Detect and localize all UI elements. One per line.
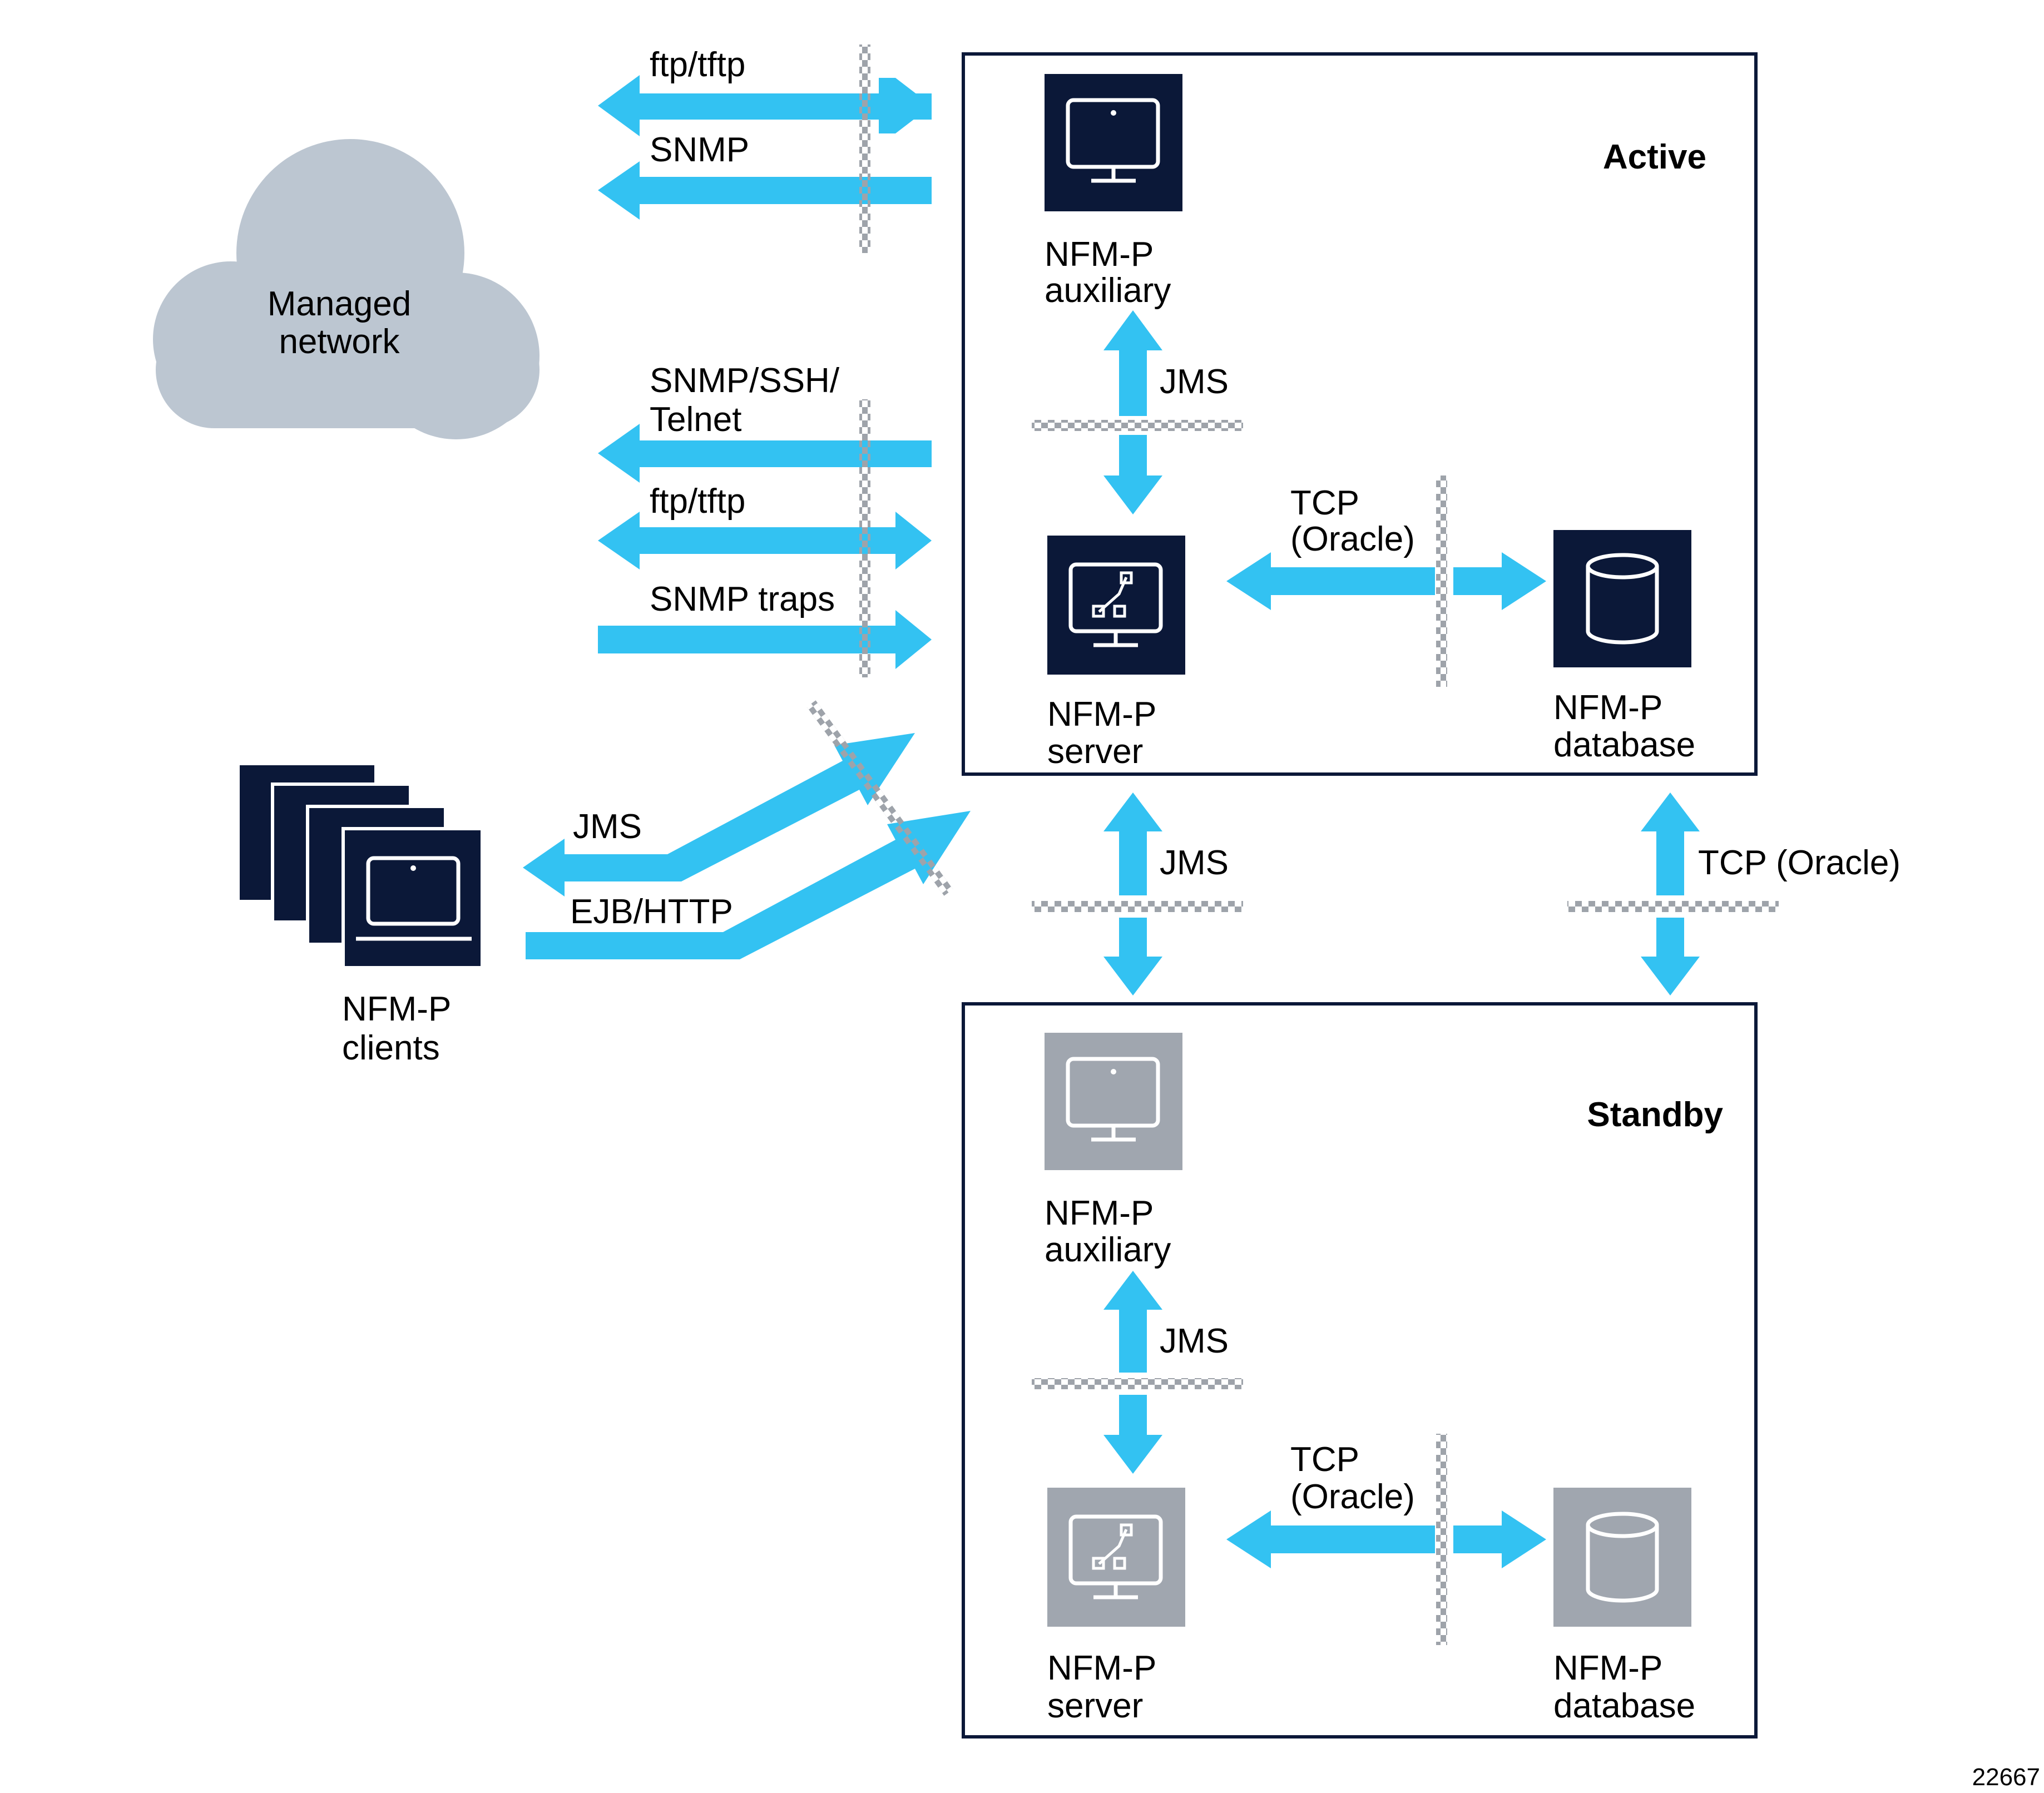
active-aux-label-line1: NFM-P: [1045, 235, 1154, 274]
active-tcp-arrow: [1226, 552, 1546, 610]
active-database-node: NFM-P database: [1553, 530, 1695, 764]
standby-jms-label: JMS: [1160, 1322, 1229, 1360]
between-jms-arrow: [1103, 793, 1162, 995]
standby-title: Standby: [1587, 1096, 1723, 1134]
between-clusters: JMS TCP (Oracle): [1032, 793, 1901, 995]
active-box: [962, 52, 1758, 776]
snmp-traps-arrow: [598, 610, 932, 669]
server-monitor-icon: [1047, 1488, 1185, 1627]
standby-server-label-line2: server: [1047, 1687, 1143, 1725]
snmp-ssh-telnet-arrow: [598, 424, 932, 483]
firewall-network-top: [859, 44, 870, 253]
standby-box: [962, 1002, 1758, 1738]
clients-label-line1: NFM-P: [342, 990, 451, 1028]
between-tcp-arrow: [1641, 793, 1700, 995]
active-server-label-line2: server: [1047, 732, 1143, 771]
firewall-standby-jms: [1032, 1378, 1243, 1389]
monitor-icon: [1045, 1033, 1182, 1170]
clients-ejb-http-arrow: [526, 811, 971, 959]
standby-tcp-label-line2: (Oracle): [1290, 1478, 1415, 1516]
snmp-ssh-label-line2: Telnet: [650, 400, 741, 439]
standby-auxiliary-node: NFM-P auxiliary: [1045, 1033, 1182, 1269]
network-links-top: ftp/tftp SNMP: [598, 44, 932, 253]
active-tcp-label-line2: (Oracle): [1290, 520, 1415, 558]
standby-database-node: NFM-P database: [1553, 1488, 1695, 1725]
cloud-icon: [153, 139, 540, 439]
standby-cluster: Standby NFM-P auxiliary JMS: [962, 1002, 1758, 1738]
standby-server-node: NFM-P server: [1047, 1488, 1185, 1725]
standby-jms-arrow: [1103, 1271, 1162, 1474]
clients-jms-arrow: [523, 733, 915, 897]
firewall-clients: [806, 700, 953, 896]
firewall-active-tcp: [1436, 476, 1447, 687]
clients-jms-label: JMS: [573, 808, 642, 846]
ftp-tftp-label-top: ftp/tftp: [650, 46, 745, 84]
snmp-arrow: [598, 161, 932, 220]
firewall-standby-tcp: [1436, 1434, 1447, 1645]
clients-label-line2: clients: [342, 1029, 440, 1067]
active-server-label-line1: NFM-P: [1047, 695, 1156, 734]
active-auxiliary-node: NFM-P auxiliary: [1045, 74, 1182, 310]
firewall-between-tcp: [1567, 901, 1779, 912]
active-db-label-line2: database: [1553, 726, 1695, 764]
standby-aux-label-line1: NFM-P: [1045, 1194, 1154, 1232]
active-db-label-line1: NFM-P: [1553, 689, 1662, 727]
active-server-node: NFM-P server: [1047, 536, 1185, 771]
laptop-stack-icon: [236, 762, 484, 969]
clients-ejb-http-label: EJB/HTTP: [570, 893, 733, 931]
firewall-active-jms: [1032, 420, 1243, 431]
firewall-between-jms: [1032, 901, 1243, 912]
cloud-label-line2: network: [279, 323, 400, 361]
managed-network-cloud: Managed network: [153, 139, 540, 439]
standby-db-label-line1: NFM-P: [1553, 1649, 1662, 1687]
standby-server-label-line1: NFM-P: [1047, 1649, 1156, 1687]
figure-id: 22667: [1972, 1764, 2040, 1791]
active-jms-arrow: [1103, 310, 1162, 514]
ftp-tftp-label-mid: ftp/tftp: [650, 482, 745, 521]
snmp-ssh-label-line1: SNMP/SSH/: [650, 361, 840, 400]
firewall-network-mid: [859, 399, 870, 677]
active-title: Active: [1603, 138, 1706, 176]
snmp-traps-label: SNMP traps: [650, 580, 835, 618]
ftp-tftp-arrow-mid: [598, 512, 932, 569]
monitor-icon: [1045, 74, 1182, 211]
standby-tcp-arrow: [1226, 1510, 1546, 1568]
ftp-tftp-arrow-top: [598, 75, 932, 136]
snmp-label: SNMP: [650, 131, 749, 169]
active-jms-label: JMS: [1160, 363, 1229, 401]
active-tcp-label-line1: TCP: [1290, 484, 1359, 522]
active-aux-label-line2: auxiliary: [1045, 271, 1171, 310]
standby-tcp-label-line1: TCP: [1290, 1440, 1359, 1479]
between-jms-label: JMS: [1160, 844, 1229, 882]
active-cluster: Active NFM-P auxiliary JMS: [962, 52, 1758, 776]
standby-aux-label-line2: auxiliary: [1045, 1231, 1171, 1269]
server-monitor-icon: [1047, 536, 1185, 675]
network-links-mid: SNMP/SSH/ Telnet ftp/tftp SNMP traps: [598, 361, 932, 677]
database-icon: [1553, 530, 1691, 667]
nfm-p-clients: NFM-P clients: [236, 762, 484, 1067]
between-tcp-label: TCP (Oracle): [1698, 844, 1901, 882]
database-icon: [1553, 1488, 1691, 1627]
standby-db-label-line2: database: [1553, 1687, 1695, 1725]
cloud-label-line1: Managed: [268, 285, 412, 323]
